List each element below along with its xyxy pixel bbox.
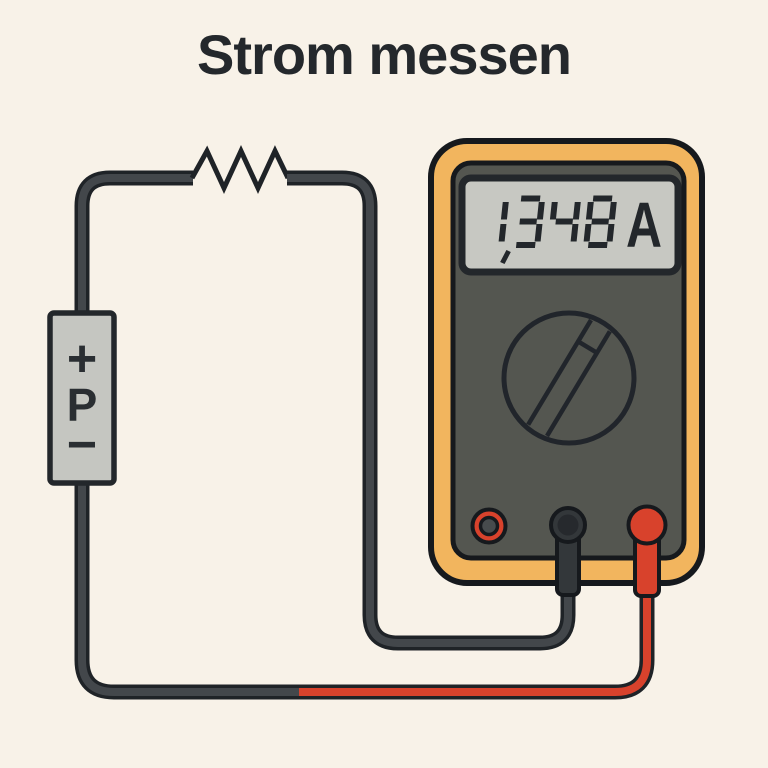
multimeter: A [428, 138, 705, 598]
battery-minus-label: − [67, 416, 97, 474]
battery-type-label: P [67, 379, 98, 431]
battery-body [47, 310, 117, 486]
voltage-jack-unused [470, 507, 508, 545]
wire-resistor-to-com-jack [287, 170, 576, 651]
wire-battery-to-resistor [74, 170, 193, 460]
battery-plus-label: + [67, 330, 97, 388]
page-title: Strom messen [197, 23, 572, 86]
knob-pointer-tick [576, 339, 599, 355]
dial-ring [501, 310, 637, 446]
ampere-jack-red-plug [626, 504, 668, 598]
red-plug-head [626, 504, 668, 546]
battery: + P − [47, 310, 117, 486]
lcd-unit: A [626, 189, 662, 261]
lcd-display [458, 174, 682, 276]
lcd-value [498, 195, 617, 264]
wire-bottom-gray-segment [78, 455, 301, 696]
com-jack-black-plug [549, 506, 587, 597]
wire-battery-to-ampere-jack [74, 455, 655, 700]
wire-red-test-lead-segment [299, 588, 651, 696]
dial-knob [526, 318, 612, 438]
resistor-symbol [189, 145, 291, 194]
black-plug-center [557, 514, 579, 536]
